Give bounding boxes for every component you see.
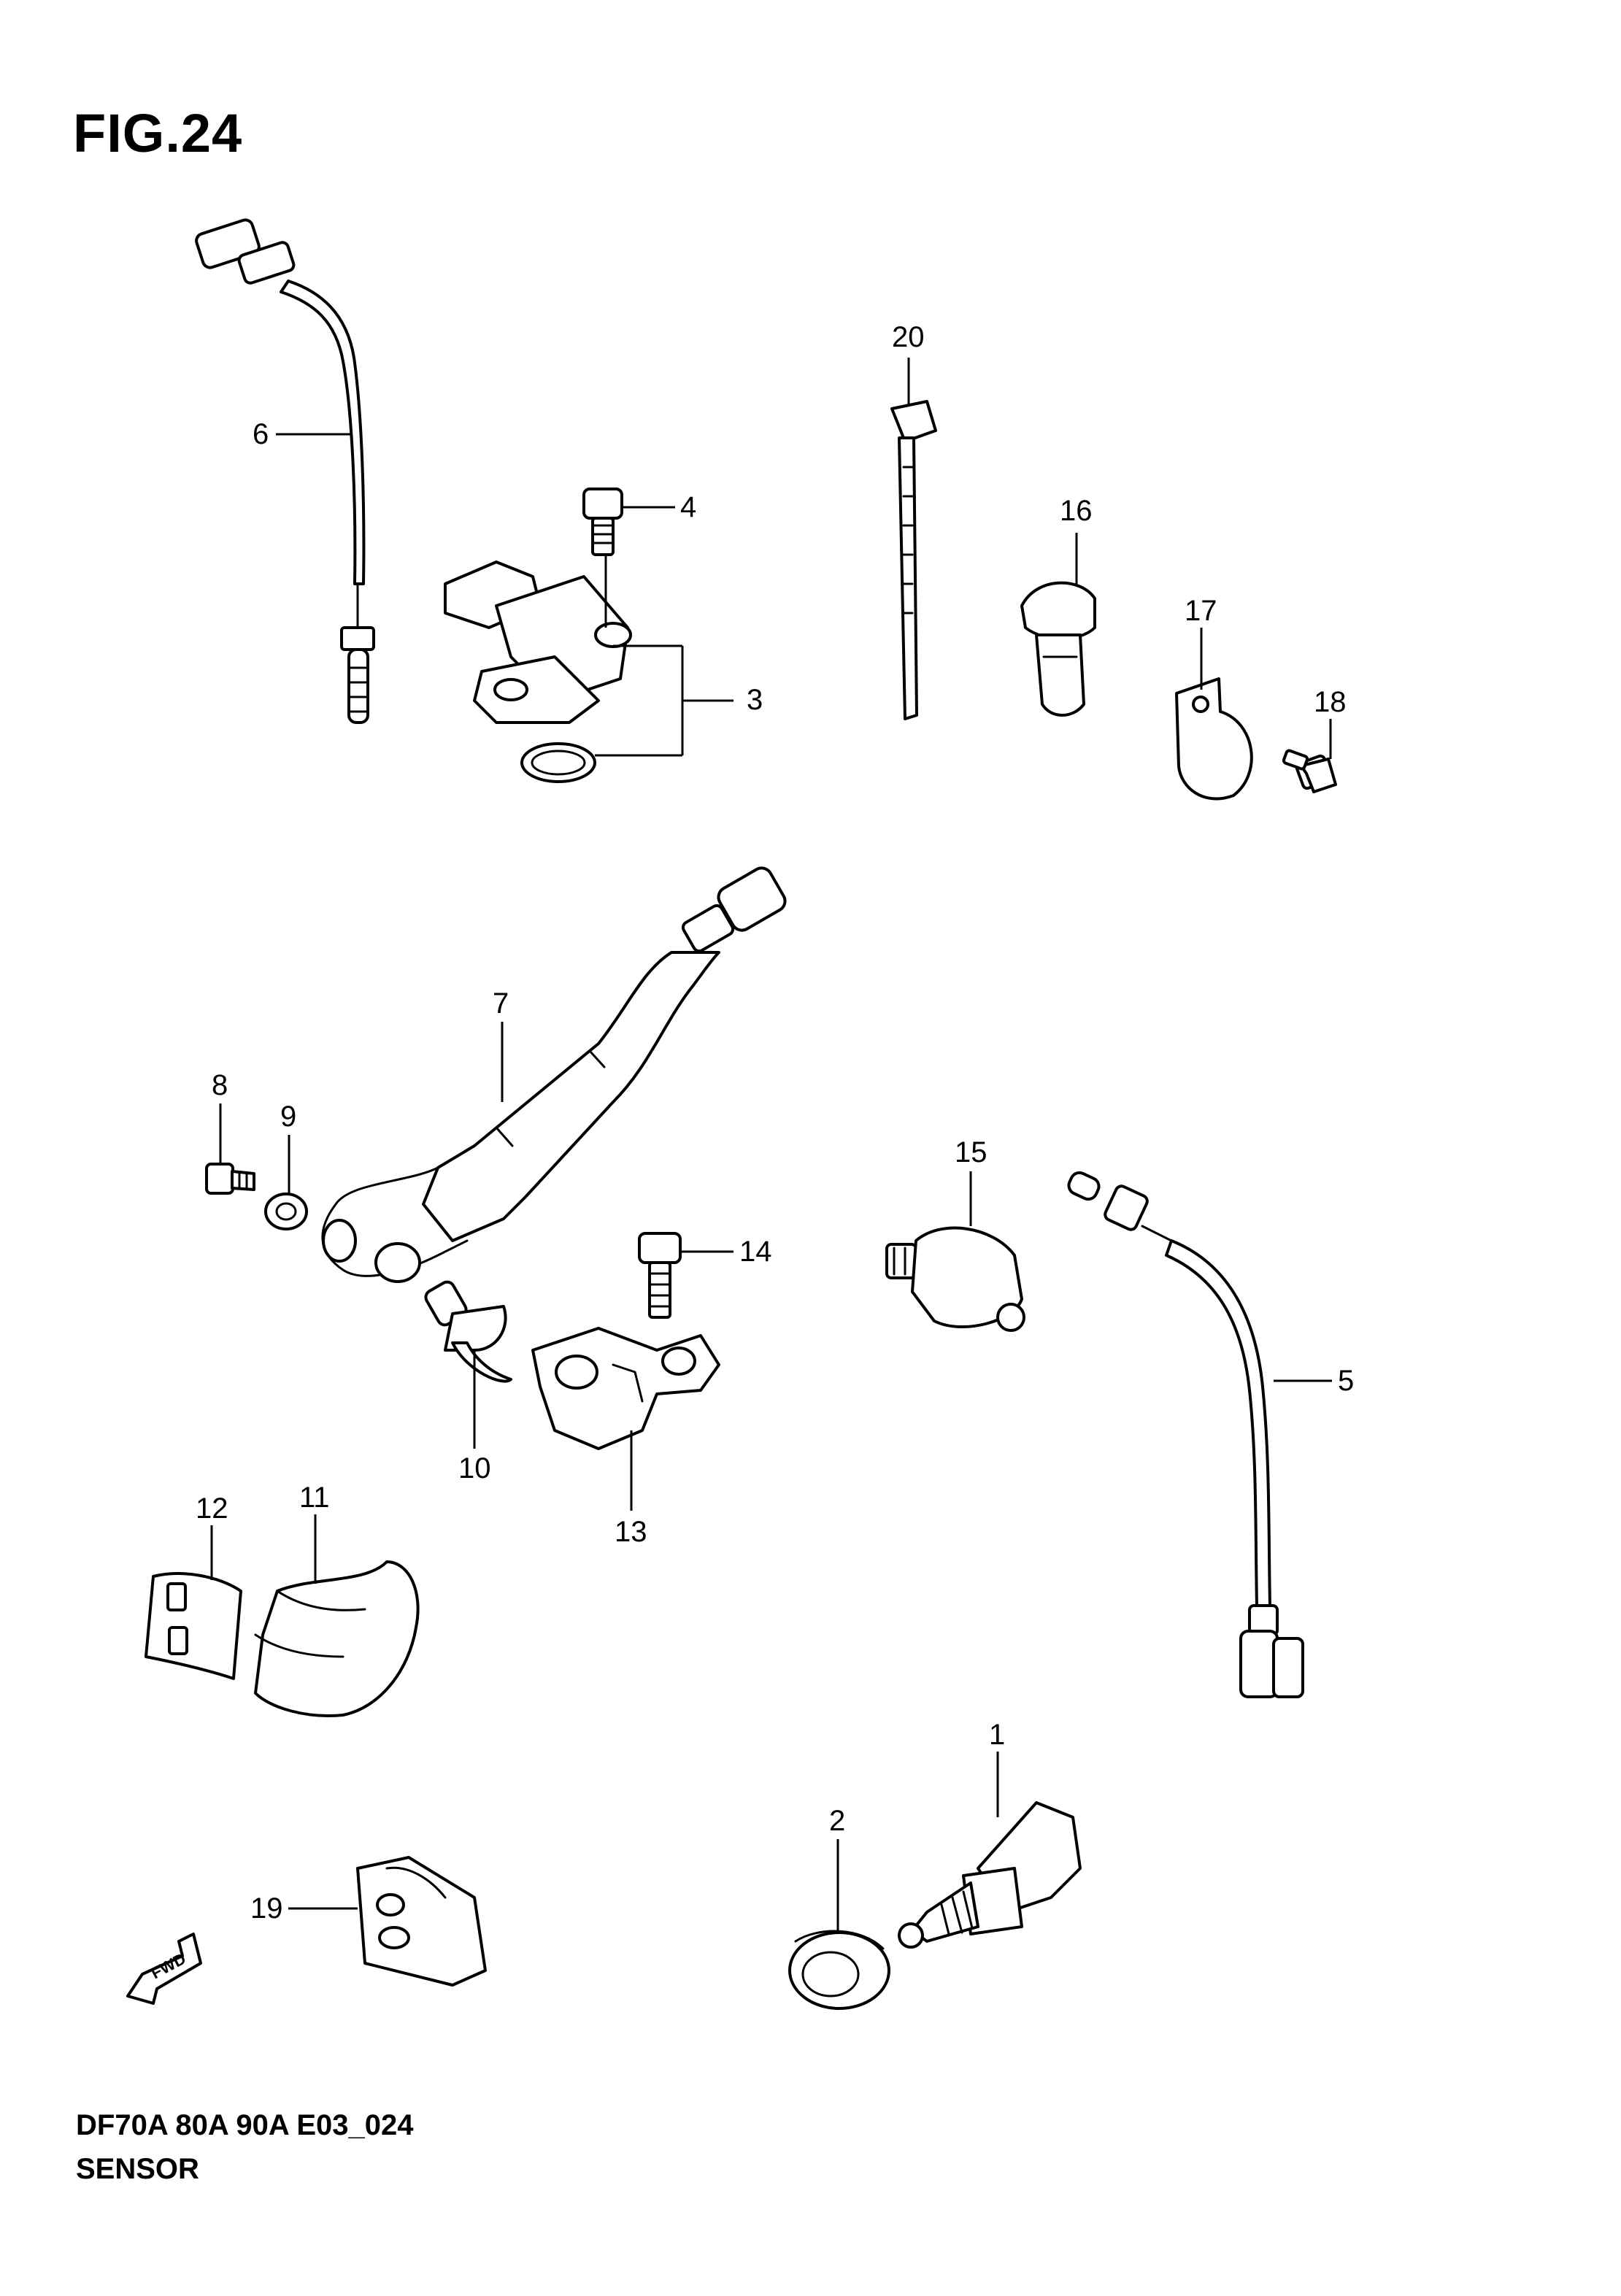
model-code: DF70A 80A 90A E03_024 <box>76 2109 414 2141</box>
part-6-sensor-cable <box>195 218 375 724</box>
callout-6: 6 <box>253 418 269 450</box>
callout-7: 7 <box>493 987 509 1020</box>
figure-title: FIG.24 <box>73 103 243 163</box>
callout-15: 15 <box>955 1136 987 1168</box>
part-16-clip <box>1020 581 1096 717</box>
part-17-bracket <box>1175 677 1253 801</box>
callout-11: 11 <box>299 1482 330 1514</box>
callout-8: 8 <box>212 1069 228 1101</box>
part-3-sensor-oring <box>444 560 632 783</box>
part-11-boot <box>254 1560 420 1717</box>
callout-17: 17 <box>1185 595 1217 627</box>
part-4-bolt <box>582 488 623 556</box>
callout-10: 10 <box>458 1452 491 1484</box>
callout-19: 19 <box>250 1892 283 1925</box>
part-7-crank-sensor <box>321 866 787 1283</box>
callout-12: 12 <box>196 1492 228 1525</box>
part-2-seal <box>788 1930 890 2010</box>
part-19-grommet <box>356 1856 487 1987</box>
figure-name: SENSOR <box>76 2153 199 2185</box>
callout-numbers: 6 4 3 20 16 17 18 7 8 9 14 15 5 10 13 12… <box>196 321 1354 1925</box>
part-9-washer <box>264 1193 308 1230</box>
leader-lines <box>210 358 1332 1934</box>
callout-4: 4 <box>680 491 696 523</box>
fwd-arrow: FWD <box>126 1933 202 2005</box>
part-13-bracket <box>531 1327 720 1450</box>
part-1-temp-sensor <box>898 1801 1082 1949</box>
callout-3: 3 <box>747 684 763 716</box>
part-12-cap <box>145 1572 242 1680</box>
callout-13: 13 <box>615 1516 647 1548</box>
part-20-cable-tie <box>890 400 937 720</box>
part-14-bolt <box>638 1232 682 1319</box>
callout-1: 1 <box>989 1719 1005 1751</box>
callout-20: 20 <box>892 321 925 353</box>
callout-9: 9 <box>280 1101 296 1133</box>
callout-18: 18 <box>1314 686 1347 718</box>
part-5-sensor-cable <box>1067 1171 1304 1698</box>
part-18-bolt <box>1282 749 1337 793</box>
part-10-clip <box>424 1280 512 1383</box>
callout-14: 14 <box>739 1236 772 1268</box>
part-15-pressure-switch <box>885 1226 1025 1332</box>
callout-5: 5 <box>1338 1365 1354 1397</box>
callout-16: 16 <box>1060 495 1093 527</box>
part-8-bolt <box>205 1163 255 1195</box>
callout-2: 2 <box>829 1805 845 1837</box>
